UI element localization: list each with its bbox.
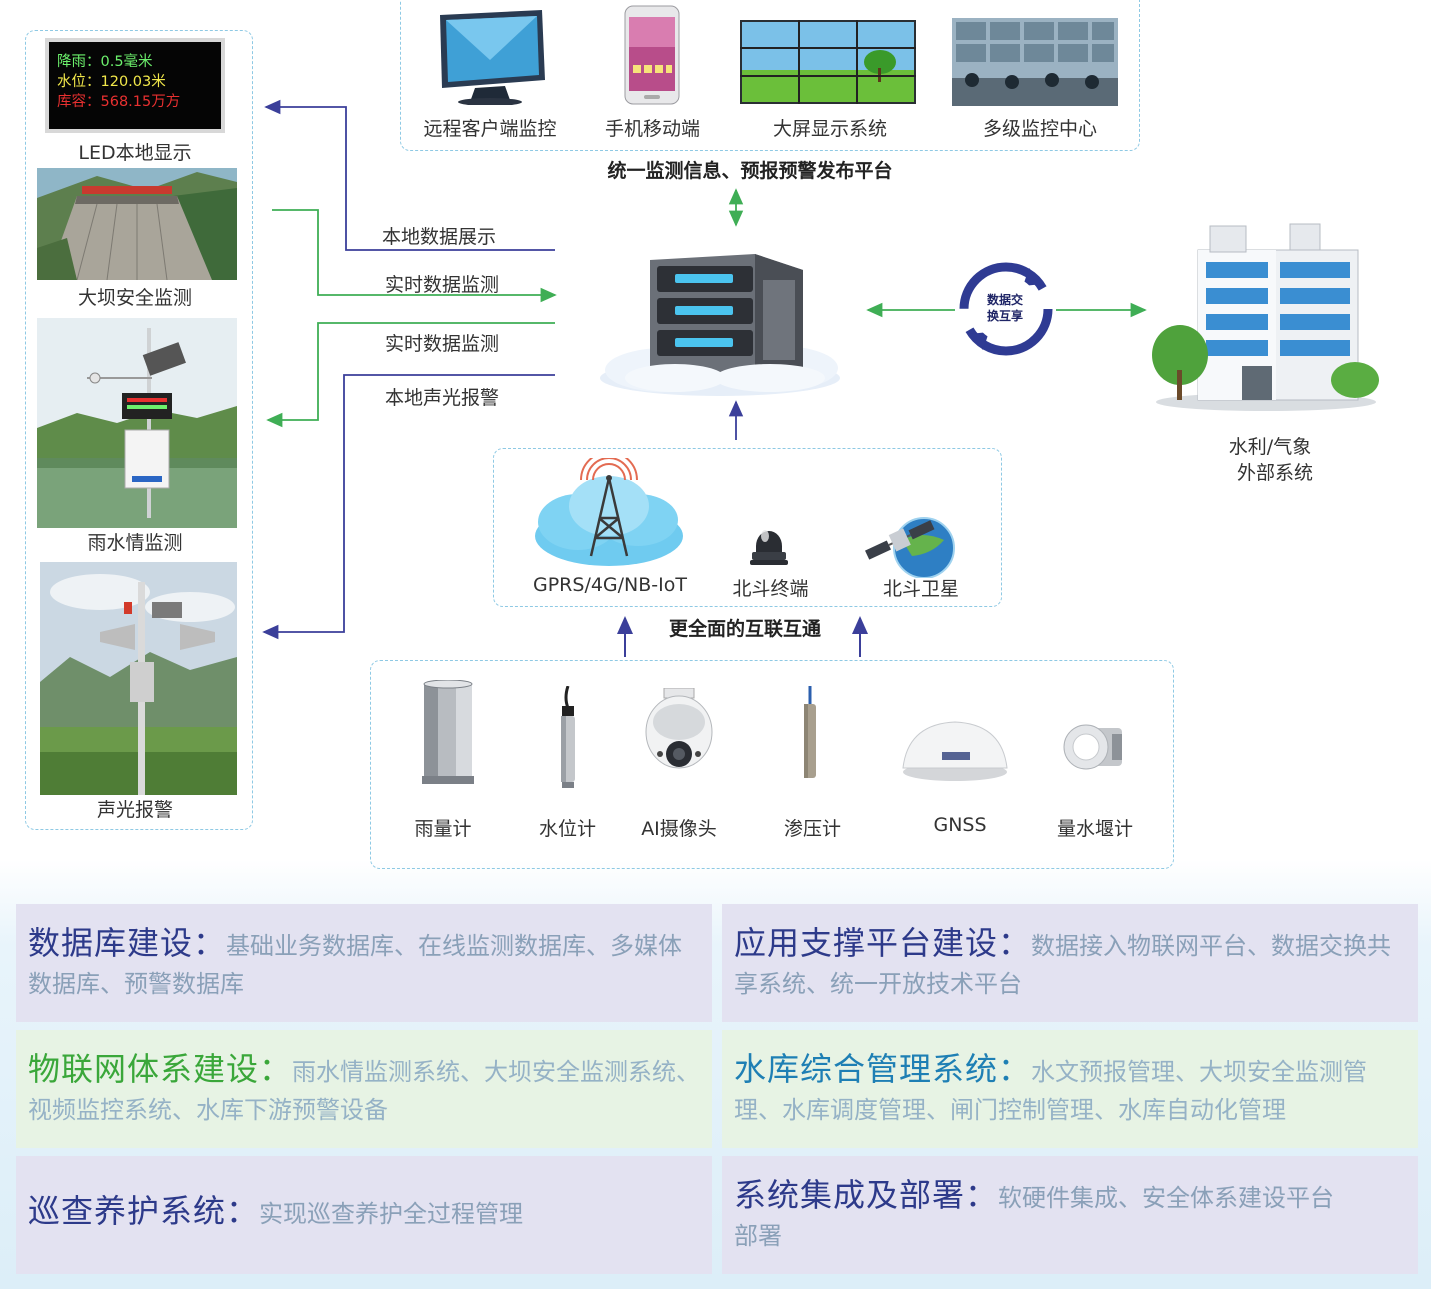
exchange-badge-line1: 数据交 [986,293,1023,307]
arrow-label-realtime-in: 实时数据监测 [385,333,500,355]
led-storage: 库容：568.15万方 [57,94,181,110]
panel-app-platform-desc: 数据接入物联网平台、数据交换共享系统、统一开放技术平台 [734,932,1392,998]
alarm-label: 声光报警 [96,799,173,821]
panel-iot: 物联网体系建设：雨水情监测系统、大坝安全监测系统、视频监控系统、水库下游预警设备 [16,1030,712,1148]
connector-lines [262,99,1147,657]
exchange-badge-text: 数据交 换互享 [975,292,1035,324]
alarm-photo [40,562,237,795]
dam-photo [37,168,237,280]
rain-station-image [37,318,237,528]
external-label-line1: 水利/气象 [1228,436,1312,458]
arrow-label-local-display: 本地数据展示 [382,226,497,248]
gnss-receiver-icon [902,721,1008,781]
led-display-board: 降雨：0.5毫米 水位：120.03米 库容：568.15万方 [45,38,225,133]
panel-integration-title: 系统集成及部署： [734,1176,999,1214]
network-item-0: GPRS/4G/NB-IoT [533,574,687,596]
sensor-item-3: 渗压计 [783,818,841,840]
beidou-satellite-icon [865,517,955,578]
sensors-box [370,660,1174,869]
piezometer-icon [804,686,816,778]
network-caption: 更全面的互联互通 [668,618,821,640]
sensor-item-2: AI摄像头 [641,818,717,840]
led-label: LED本地显示 [78,142,192,164]
panel-app-platform-title: 应用支撑平台建设： [734,924,1032,962]
beidou-terminal-icon [750,530,788,565]
panel-integration-desc: 软硬件集成、安全体系建设平台部署 [734,1184,1335,1250]
video-wall-icon [740,20,916,104]
sensor-item-0: 雨量计 [414,818,472,840]
panel-inspection: 巡查养护系统：实现巡查养护全过程管理 [16,1156,712,1274]
network-item-1: 北斗终端 [732,578,809,600]
panel-reservoir-mgmt: 水库综合管理系统：水文预报管理、大坝安全监测管理、水库调度管理、闸门控制管理、水… [722,1030,1418,1148]
panel-integration: 系统集成及部署：软硬件集成、安全体系建设平台部署 [722,1156,1418,1274]
server-cloud-icon [600,254,840,396]
sensor-item-4: GNSS [933,814,987,836]
panel-database: 数据库建设：基础业务数据库、在线监测数据库、多媒体数据库、预警数据库 [16,904,712,1022]
control-center-icon [952,18,1118,106]
dam-label: 大坝安全监测 [77,287,192,309]
network-item-2: 北斗卫星 [882,578,959,600]
panel-reservoir-mgmt-title: 水库综合管理系统： [734,1050,1032,1088]
panel-inspection-desc: 实现巡查养护全过程管理 [259,1200,524,1228]
led-rainfall: 降雨：0.5毫米 [57,54,153,70]
panel-database-desc: 基础业务数据库、在线监测数据库、多媒体数据库、预警数据库 [28,932,683,998]
platform-item-2: 大屏显示系统 [772,118,887,140]
panel-reservoir-mgmt-desc: 水文预报管理、大坝安全监测管理、水库调度管理、闸门控制管理、水库自动化管理 [734,1058,1368,1124]
rain-gauge-icon [422,680,474,784]
rain-station-photo [37,318,237,528]
network-box [493,448,1002,607]
left-field-devices-box [25,30,253,830]
top-platform-box [400,0,1140,151]
panel-iot-desc: 雨水情监测系统、大坝安全监测系统、视频监控系统、水库下游预警设备 [28,1058,701,1124]
mobile-phone-icon [624,5,680,105]
external-label-line2: 外部系统 [1236,462,1313,484]
platform-item-0: 远程客户端监控 [423,118,557,140]
cellular-tower-icon [535,458,683,566]
arrow-label-local-alarm: 本地声光报警 [385,387,500,409]
arrow-label-realtime-out: 实时数据监测 [385,274,500,296]
sensor-item-1: 水位计 [538,818,596,840]
rain-label: 雨水情监测 [87,532,183,554]
sensor-item-5: 量水堰计 [1056,818,1133,840]
dam-image [37,168,237,280]
data-exchange-icon [959,262,1053,356]
panel-database-title: 数据库建设： [28,924,227,962]
exchange-badge-line2: 换互享 [986,309,1023,323]
panel-inspection-title: 巡查养护系统： [28,1192,260,1230]
water-level-meter-icon [561,686,575,788]
building-icon [1152,223,1379,411]
alarm-image [40,562,237,795]
panel-iot-title: 物联网体系建设： [28,1050,293,1088]
weir-gauge-icon [1063,724,1122,770]
platform-item-3: 多级监控中心 [982,118,1097,140]
platform-caption: 统一监测信息、预报预警发布平台 [607,160,893,182]
panel-app-platform: 应用支撑平台建设：数据接入物联网平台、数据交换共享系统、统一开放技术平台 [722,904,1418,1022]
ai-camera-icon [645,688,713,769]
platform-item-1: 手机移动端 [604,118,700,140]
monitor-icon [440,10,545,105]
led-water-level: 水位：120.03米 [57,74,166,90]
